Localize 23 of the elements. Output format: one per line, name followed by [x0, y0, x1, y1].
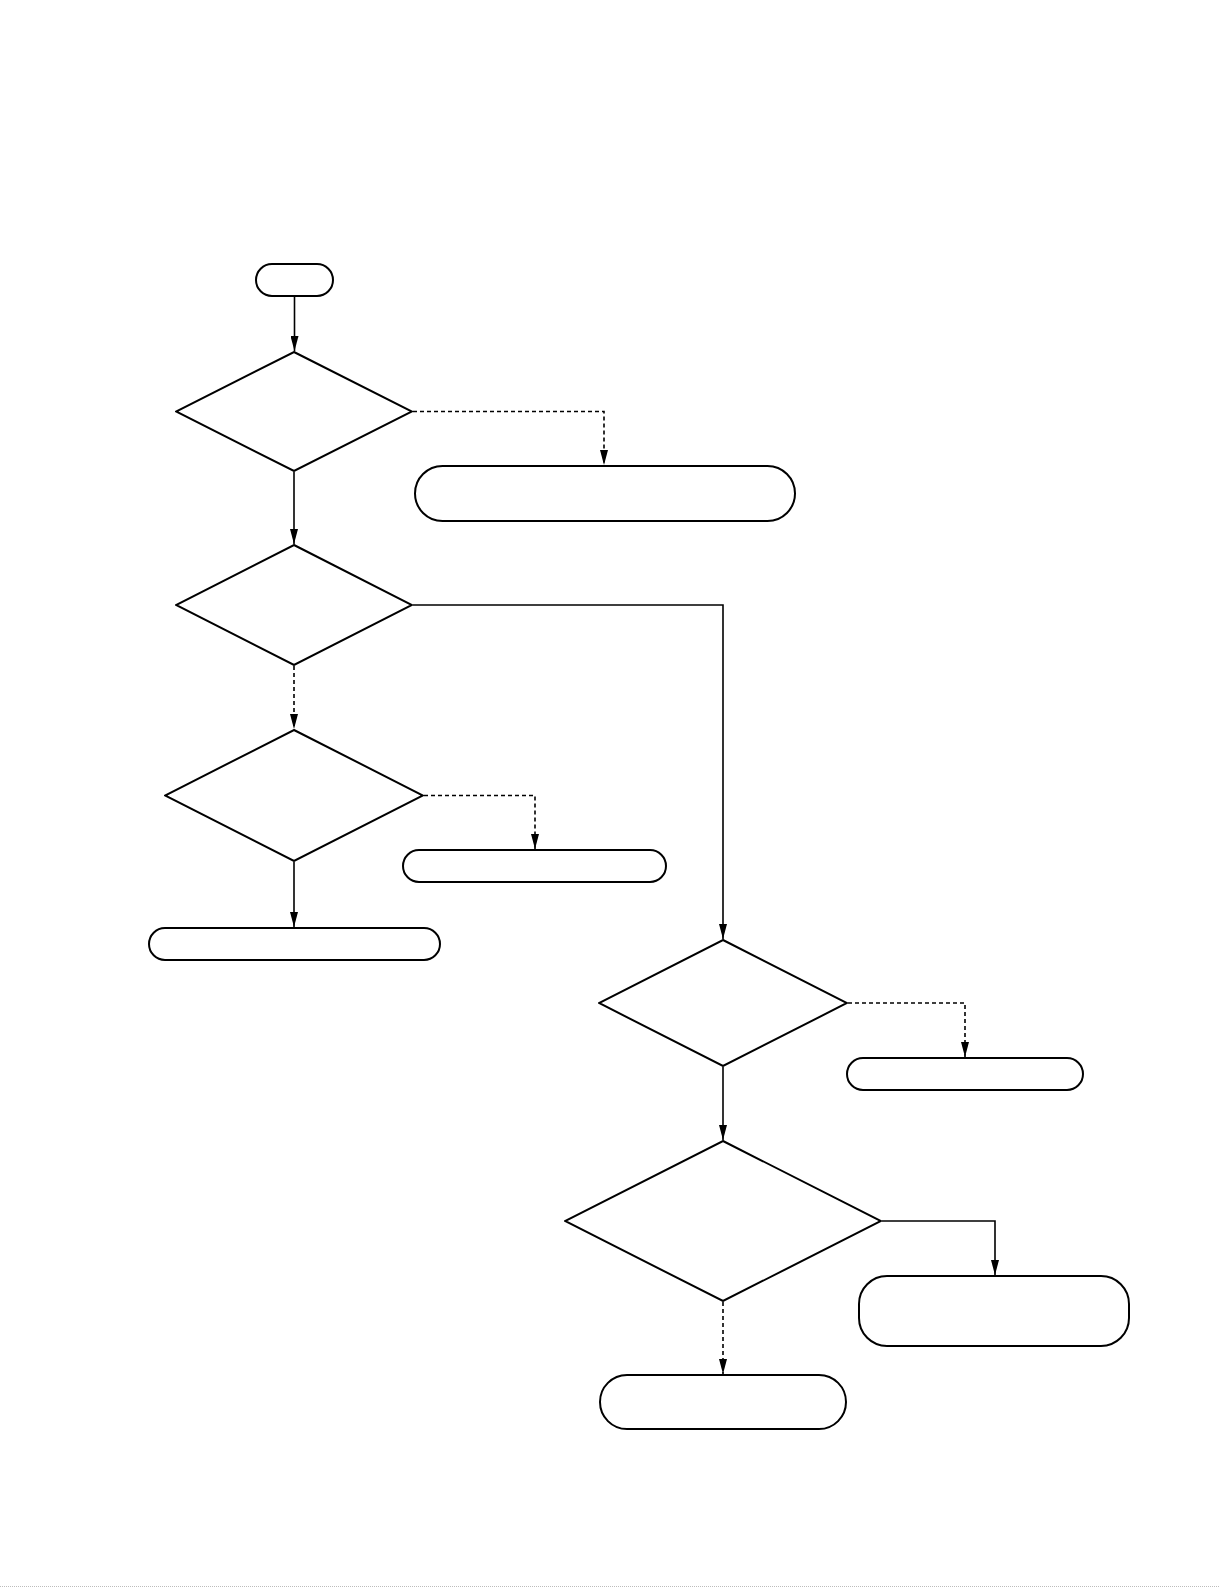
dashed-arrow — [412, 410, 608, 466]
flow-arrow — [412, 604, 727, 940]
terminator — [402, 849, 667, 883]
flow-arrow — [290, 861, 298, 928]
terminator — [414, 465, 796, 522]
terminator — [858, 1275, 1130, 1347]
terminator — [255, 263, 334, 297]
decision-diamond — [175, 544, 413, 666]
dashed-arrow — [719, 1301, 727, 1375]
flow-arrow — [290, 471, 298, 545]
terminator — [148, 927, 441, 961]
flow-arrow — [290, 296, 299, 352]
dashed-arrow — [423, 794, 539, 850]
decision-diamond — [164, 729, 424, 862]
flow-arrow — [881, 1220, 999, 1276]
decision-diamond — [598, 939, 848, 1067]
decision-diamond — [564, 1140, 882, 1302]
dashed-arrow — [290, 665, 298, 730]
terminator — [599, 1374, 847, 1430]
decision-diamond — [175, 351, 413, 472]
dashed-arrow — [847, 1002, 969, 1058]
flow-arrow — [719, 1066, 727, 1141]
terminator — [846, 1057, 1084, 1091]
